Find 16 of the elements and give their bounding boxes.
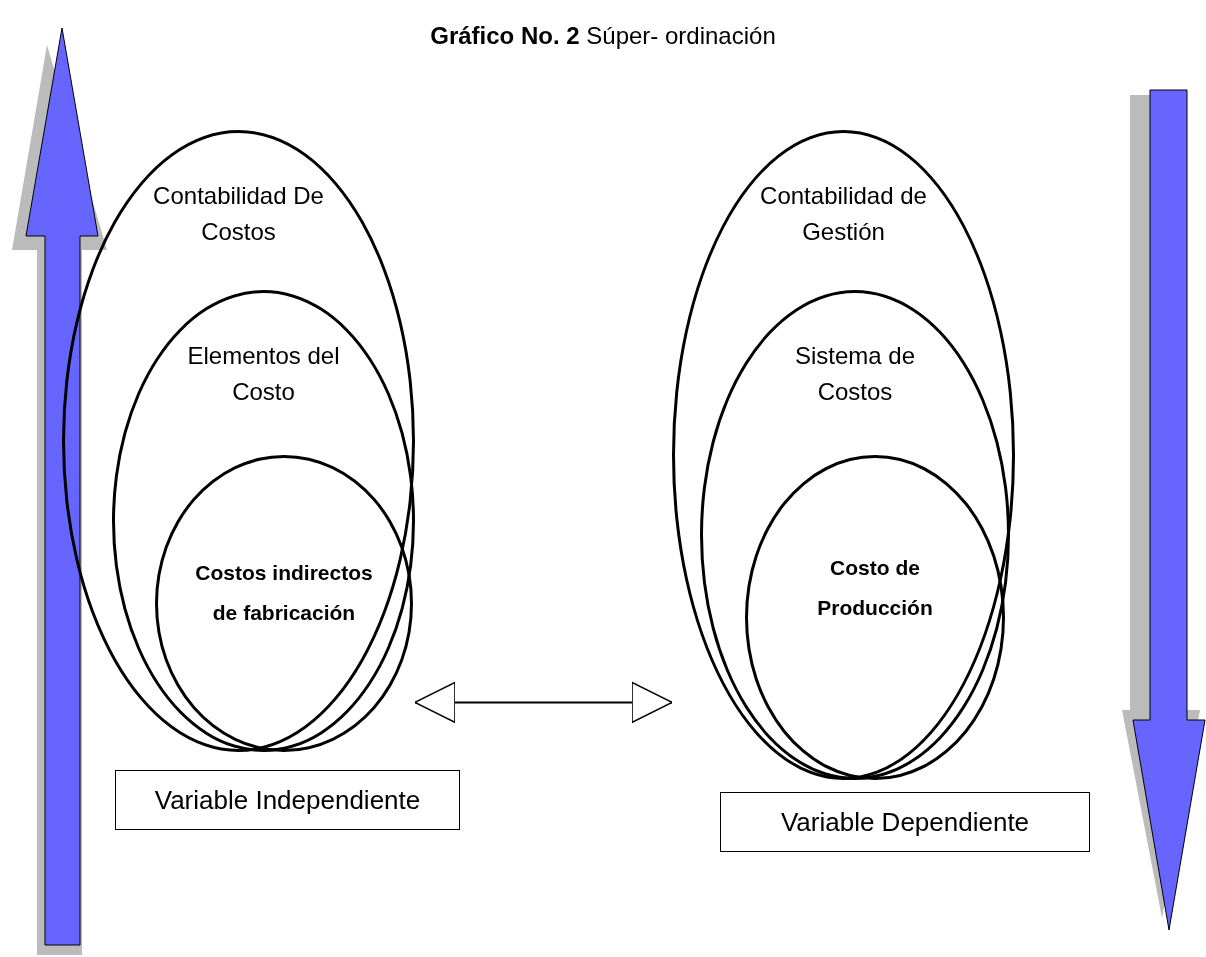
ellipse-label: Sistema de Costos <box>793 341 917 407</box>
ellipse <box>700 290 1010 780</box>
ellipse-label: Contabilidad De Costos <box>152 181 325 247</box>
ellipse-label: Costos indirectos de fabricación <box>194 560 374 626</box>
variable-box: Variable Independiente <box>115 770 460 830</box>
double-arrow <box>414 681 673 724</box>
ellipse <box>112 290 415 752</box>
ellipse <box>62 130 415 752</box>
ellipse-label: Elementos del Costo <box>186 341 341 407</box>
variable-box: Variable Dependiente <box>720 792 1090 852</box>
ellipse <box>745 455 1005 780</box>
ellipse <box>155 455 413 752</box>
ellipse-label: Contabilidad de Gestión <box>759 181 928 247</box>
ellipse <box>672 130 1015 780</box>
diagram-title: Gráfico No. 2 Súper- ordinación <box>429 22 777 50</box>
ellipse-label: Costo de Producción <box>816 555 934 621</box>
